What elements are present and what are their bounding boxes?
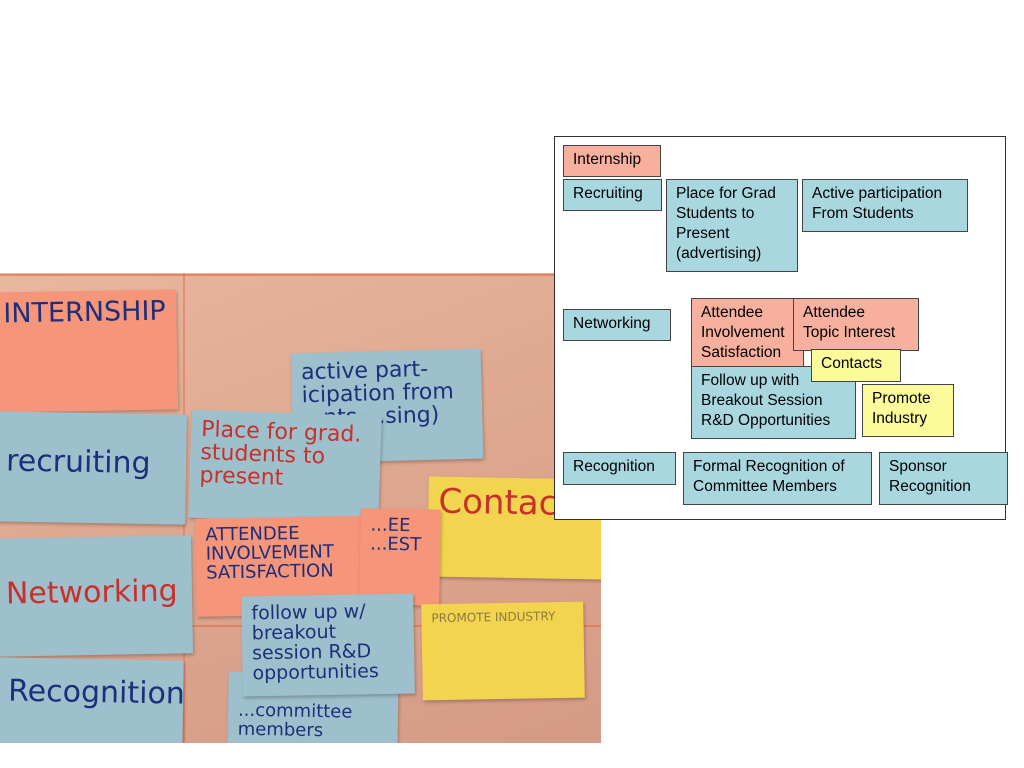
note-internship: INTERNSHIP [0,289,179,413]
box-networking: Networking [563,309,671,341]
note-recruiting: recruiting [0,411,187,525]
sticky-notes-photo: INTERNSHIP recruiting active part- icipa… [0,273,601,743]
box-recognition: Recognition [563,452,676,485]
note-attendee-topic: ...EE ...EST [359,508,441,606]
box-follow-up: Follow up with Breakout Session R&D Oppo… [691,366,856,439]
note-networking: Networking [0,535,194,657]
box-recruiting: Recruiting [563,179,662,211]
marker-line [0,274,601,276]
box-formal-recognition: Formal Recognition of Committee Members [683,452,872,505]
note-recognition: Recognition [0,657,185,743]
note-follow-up: follow up w/ breakout session R&D opport… [241,593,415,697]
box-sponsor-recognition: Sponsor Recognition [879,452,1008,505]
box-promote-industry: Promote Industry [862,384,954,437]
box-active-participation: Active participation From Students [802,179,968,232]
box-internship: Internship [563,145,661,177]
box-contacts: Contacts [811,349,901,382]
box-attendee-topic: Attendee Topic Interest [793,298,919,351]
note-promote-industry: PROMOTE INDUSTRY [421,601,585,701]
note-place-for-grad: Place for grad. students to present [188,409,382,525]
box-attendee-involvement: Attendee Involvement Satisfaction [691,298,804,368]
affinity-diagram: Internship Recruiting Place for Grad Stu… [554,136,1008,520]
box-place-for-grad: Place for Grad Students to Present (adve… [666,179,798,272]
